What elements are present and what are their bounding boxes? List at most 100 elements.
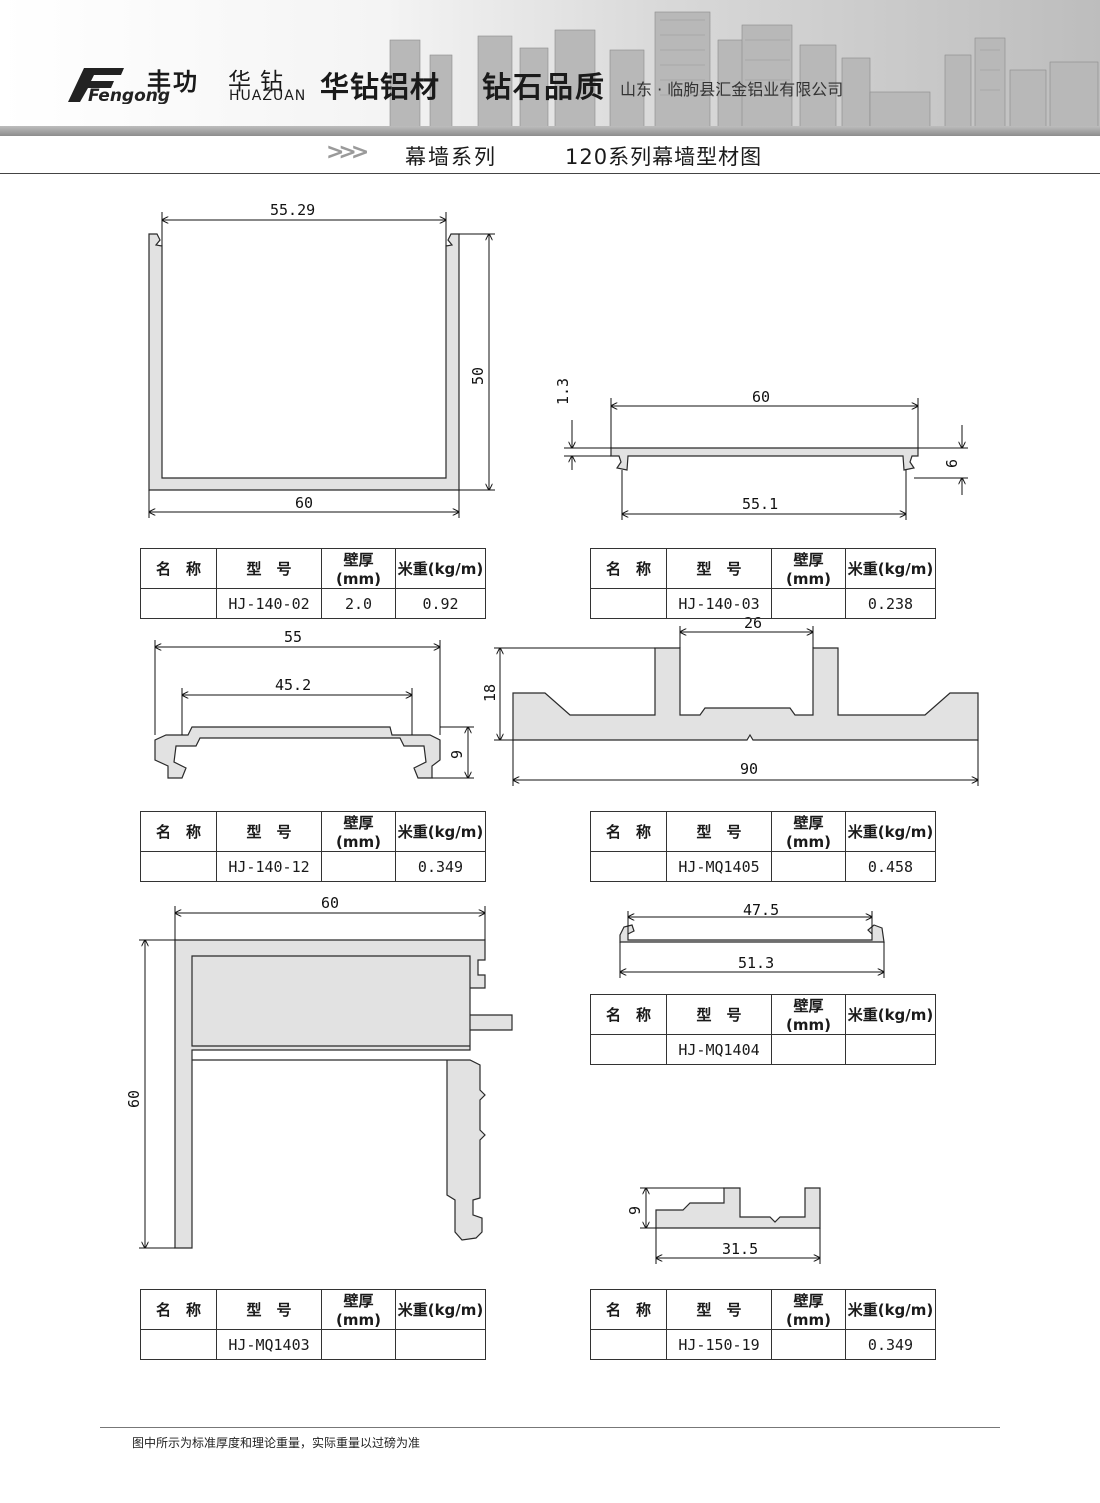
page-title: 120系列幕墙型材图 bbox=[565, 145, 763, 169]
col-weight: 米重(kg/m) bbox=[395, 811, 486, 852]
col-model: 型 号 bbox=[216, 548, 322, 589]
col-wall: 壁厚(mm) bbox=[771, 811, 846, 852]
dim-label: 55.1 bbox=[742, 495, 778, 513]
col-wall: 壁厚(mm) bbox=[771, 994, 846, 1035]
cell-name bbox=[140, 1329, 217, 1360]
cell-model: HJ-140-02 bbox=[216, 588, 322, 619]
profile-hj-140-02 bbox=[148, 233, 460, 491]
cell-weight: 0.349 bbox=[845, 1329, 936, 1360]
cell-weight bbox=[845, 1034, 936, 1065]
dim-label: 50 bbox=[469, 367, 487, 385]
cell-weight: 0.458 bbox=[845, 851, 936, 882]
spec-table-hj-150-19: 名 称型 号壁厚(mm)米重(kg/m) HJ-150-19 0.349 bbox=[590, 1289, 936, 1360]
dim-label: 60 bbox=[295, 494, 313, 512]
cell-model: HJ-140-03 bbox=[666, 588, 772, 619]
col-weight: 米重(kg/m) bbox=[845, 994, 936, 1035]
cell-wall bbox=[771, 851, 846, 882]
dim-label: 6 bbox=[943, 459, 961, 468]
dim-label: 45.2 bbox=[275, 676, 311, 694]
cell-model: HJ-140-12 bbox=[216, 851, 322, 882]
col-model: 型 号 bbox=[666, 1289, 772, 1330]
spec-table-hj-mq1403: 名 称型 号壁厚(mm)米重(kg/m) HJ-MQ1403 bbox=[140, 1289, 486, 1360]
col-model: 型 号 bbox=[666, 548, 772, 589]
spec-table-hj-140-03: 名 称型 号壁厚(mm)米重(kg/m) HJ-140-03 0.238 bbox=[590, 548, 936, 619]
series-label: 幕墙系列 bbox=[405, 145, 497, 169]
footer-note: 图中所示为标准厚度和理论重量，实际重量以过磅为准 bbox=[132, 1436, 421, 1450]
dim-label: 26 bbox=[744, 614, 762, 632]
dim-label: 60 bbox=[321, 894, 339, 912]
cell-model: HJ-150-19 bbox=[666, 1329, 772, 1360]
col-wall: 壁厚(mm) bbox=[771, 548, 846, 589]
cell-wall bbox=[321, 1329, 396, 1360]
dim-label: 90 bbox=[740, 760, 758, 778]
dim-label: 60 bbox=[752, 388, 770, 406]
profile-hj-mq1405 bbox=[512, 647, 979, 741]
profile-hj-mq1404 bbox=[619, 924, 885, 943]
cell-name bbox=[140, 588, 217, 619]
dim-label: 9 bbox=[626, 1206, 644, 1215]
dim-label: 51.3 bbox=[738, 954, 774, 972]
cell-wall bbox=[771, 1034, 846, 1065]
cell-wall bbox=[321, 851, 396, 882]
profile-hj-140-12 bbox=[154, 726, 441, 779]
col-name: 名 称 bbox=[140, 811, 217, 852]
profile-hj-140-03 bbox=[610, 447, 919, 471]
cell-weight: 0.238 bbox=[845, 588, 936, 619]
col-model: 型 号 bbox=[666, 811, 772, 852]
dim-label: 55.29 bbox=[270, 201, 315, 219]
cell-name bbox=[590, 1034, 667, 1065]
cell-model: HJ-MQ1404 bbox=[666, 1034, 772, 1065]
col-weight: 米重(kg/m) bbox=[845, 811, 936, 852]
fengong-logo: Fengong bbox=[68, 68, 170, 104]
footer-divider bbox=[100, 1427, 1000, 1428]
col-model: 型 号 bbox=[666, 994, 772, 1035]
col-name: 名 称 bbox=[590, 994, 667, 1035]
slogan-primary: 华钻铝材 bbox=[320, 70, 441, 104]
dim-label: 18 bbox=[481, 684, 499, 702]
slogan-secondary: 钻石品质 bbox=[482, 70, 607, 104]
col-name: 名 称 bbox=[590, 548, 667, 589]
dim-label: 1.3 bbox=[554, 378, 572, 405]
cell-model: HJ-MQ1405 bbox=[666, 851, 772, 882]
dim-label: 60 bbox=[125, 1090, 143, 1108]
cell-wall: 2.0 bbox=[321, 588, 396, 619]
col-name: 名 称 bbox=[590, 1289, 667, 1330]
col-name: 名 称 bbox=[140, 548, 217, 589]
dim-label: 55 bbox=[284, 628, 302, 646]
col-wall: 壁厚(mm) bbox=[321, 811, 396, 852]
brand-name-cn: 丰功 bbox=[147, 68, 199, 96]
header-banner bbox=[0, 0, 1100, 128]
header-divider-bar bbox=[0, 126, 1100, 136]
profile-hj-mq1403 bbox=[174, 939, 513, 1249]
col-wall: 壁厚(mm) bbox=[771, 1289, 846, 1330]
cell-model: HJ-MQ1403 bbox=[216, 1329, 322, 1360]
title-bar bbox=[0, 137, 1100, 174]
cell-weight: 0.349 bbox=[395, 851, 486, 882]
dim-label: 47.5 bbox=[743, 901, 779, 919]
cell-wall bbox=[771, 588, 846, 619]
col-weight: 米重(kg/m) bbox=[395, 1289, 486, 1330]
col-model: 型 号 bbox=[216, 1289, 322, 1330]
cell-name bbox=[590, 851, 667, 882]
cell-name bbox=[590, 588, 667, 619]
company-name: 山东 · 临朐县汇金铝业有限公司 bbox=[620, 80, 844, 99]
city-skyline-image bbox=[389, 11, 1099, 128]
col-wall: 壁厚(mm) bbox=[321, 548, 396, 589]
col-wall: 壁厚(mm) bbox=[321, 1289, 396, 1330]
col-weight: 米重(kg/m) bbox=[845, 548, 936, 589]
cell-wall bbox=[771, 1329, 846, 1360]
brand-en-text: Fengong bbox=[88, 86, 170, 104]
chevron-arrows-icon: >>> bbox=[326, 140, 369, 165]
cell-name bbox=[140, 851, 217, 882]
col-weight: 米重(kg/m) bbox=[845, 1289, 936, 1330]
spec-table-hj-mq1404: 名 称型 号壁厚(mm)米重(kg/m) HJ-MQ1404 bbox=[590, 994, 936, 1065]
cell-weight bbox=[395, 1329, 486, 1360]
col-name: 名 称 bbox=[140, 1289, 217, 1330]
cell-weight: 0.92 bbox=[395, 588, 486, 619]
col-weight: 米重(kg/m) bbox=[395, 548, 486, 589]
brand2-name-cn: 华钻 bbox=[228, 69, 292, 95]
